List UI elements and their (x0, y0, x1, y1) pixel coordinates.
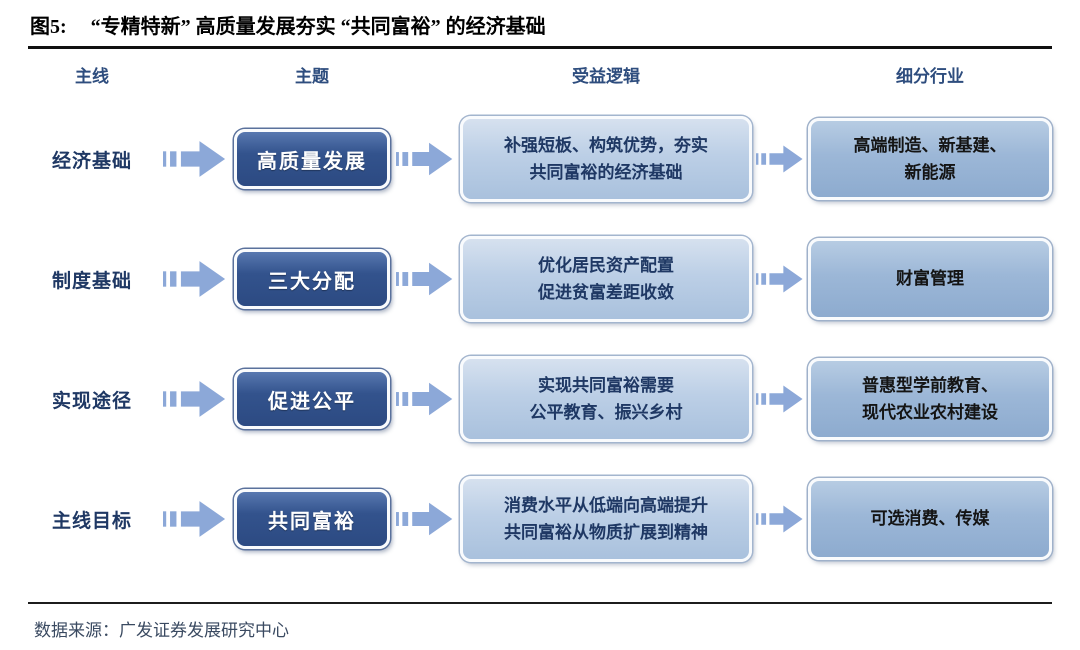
striped-right-arrow-icon (390, 373, 460, 425)
striped-right-arrow-icon (156, 371, 234, 427)
striped-right-arrow-icon (156, 131, 234, 187)
industry-box: 可选消费、传媒 (808, 478, 1052, 560)
flow-row-mainline-goal: 主线目标 共同富裕 消费水平从低端向高端提升 共同富裕从物质扩展到精神 可选消费… (28, 459, 1052, 579)
column-header-mainline: 主线 (75, 66, 109, 86)
figure-number-label: 图5: (30, 16, 67, 38)
flow-row-institutional-base: 制度基础 三大分配 优化居民资产配置 促进贫富差距收敛 财富管理 (28, 219, 1052, 339)
industry-box: 财富管理 (808, 238, 1052, 320)
figure-title: “专精特新” 高质量发展夯实 “共同富裕” 的经济基础 (90, 16, 546, 38)
striped-right-arrow-icon (752, 254, 808, 304)
column-header-row: 主线 主题 受益逻辑 细分行业 (28, 49, 1052, 99)
striped-right-arrow-icon (156, 491, 234, 547)
mainline-label: 主线目标 (51, 510, 132, 532)
column-header-logic: 受益逻辑 (572, 66, 640, 86)
theme-box: 高质量发展 (234, 129, 390, 189)
mainline-label: 经济基础 (51, 150, 132, 172)
column-header-industry: 细分行业 (896, 66, 964, 86)
striped-right-arrow-icon (752, 374, 808, 424)
striped-right-arrow-icon (390, 253, 460, 305)
figure-title-row: 图5: “专精特新” 高质量发展夯实 “共同富裕” 的经济基础 (0, 0, 1080, 39)
footer-divider (28, 602, 1052, 604)
flow-row-economic-base: 经济基础 高质量发展 补强短板、构筑优势，夯实 共同富裕的经济基础 高端制造、新… (28, 99, 1052, 219)
mainline-label: 实现途径 (51, 390, 132, 412)
benefit-logic-box: 实现共同富裕需要 公平教育、振兴乡村 (460, 356, 752, 442)
striped-right-arrow-icon (390, 493, 460, 545)
benefit-logic-box: 消费水平从低端向高端提升 共同富裕从物质扩展到精神 (460, 476, 752, 562)
benefit-logic-box: 优化居民资产配置 促进贫富差距收敛 (460, 236, 752, 322)
striped-right-arrow-icon (752, 494, 808, 544)
theme-box: 促进公平 (234, 369, 390, 429)
industry-box: 普惠型学前教育、 现代农业农村建设 (808, 358, 1052, 440)
column-header-theme: 主题 (295, 66, 329, 86)
striped-right-arrow-icon (156, 251, 234, 307)
benefit-logic-box: 补强短板、构筑优势，夯实 共同富裕的经济基础 (460, 116, 752, 202)
flow-row-realization-path: 实现途径 促进公平 实现共同富裕需要 公平教育、振兴乡村 普惠型学前教育、 现代… (28, 339, 1052, 459)
theme-box: 三大分配 (234, 249, 390, 309)
striped-right-arrow-icon (752, 134, 808, 184)
title-divider (28, 46, 1052, 49)
striped-right-arrow-icon (390, 133, 460, 185)
mainline-label: 制度基础 (51, 270, 132, 292)
theme-box: 共同富裕 (234, 489, 390, 549)
industry-box: 高端制造、新基建、 新能源 (808, 118, 1052, 200)
data-source-note: 数据来源：广发证券发展研究中心 (34, 621, 289, 640)
